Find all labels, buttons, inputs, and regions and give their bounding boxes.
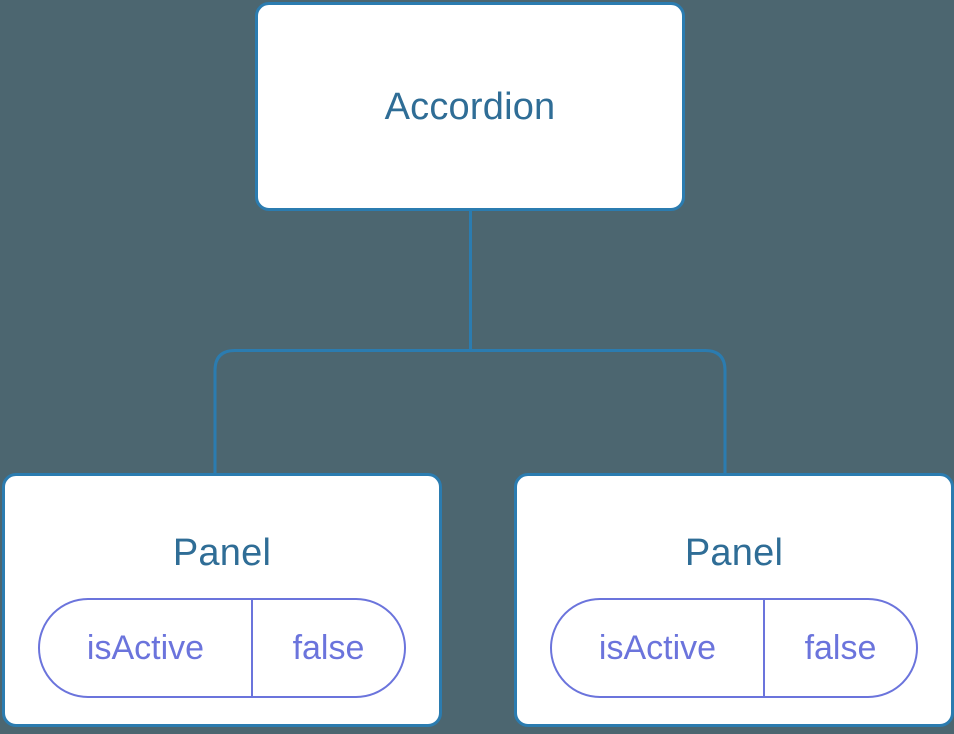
prop-pill-isactive[interactable]: isActive false [550,598,918,698]
node-title: Panel [172,532,272,574]
prop-value: false [251,600,404,696]
prop-pill-isactive[interactable]: isActive false [38,598,406,698]
panel-content: Panel isActive false [5,502,439,698]
prop-name: isActive [598,629,717,667]
node-title: Panel [684,532,784,574]
connector-branch-right [470,349,727,473]
connector-branch-left [213,349,471,473]
node-title: Accordion [384,85,556,128]
node-panel-0[interactable]: Panel isActive false [2,473,442,727]
node-accordion[interactable]: Accordion [255,2,685,211]
prop-value: false [763,600,916,696]
prop-name: isActive [86,629,205,667]
panel-content: Panel isActive false [517,502,951,698]
node-panel-1[interactable]: Panel isActive false [514,473,954,727]
